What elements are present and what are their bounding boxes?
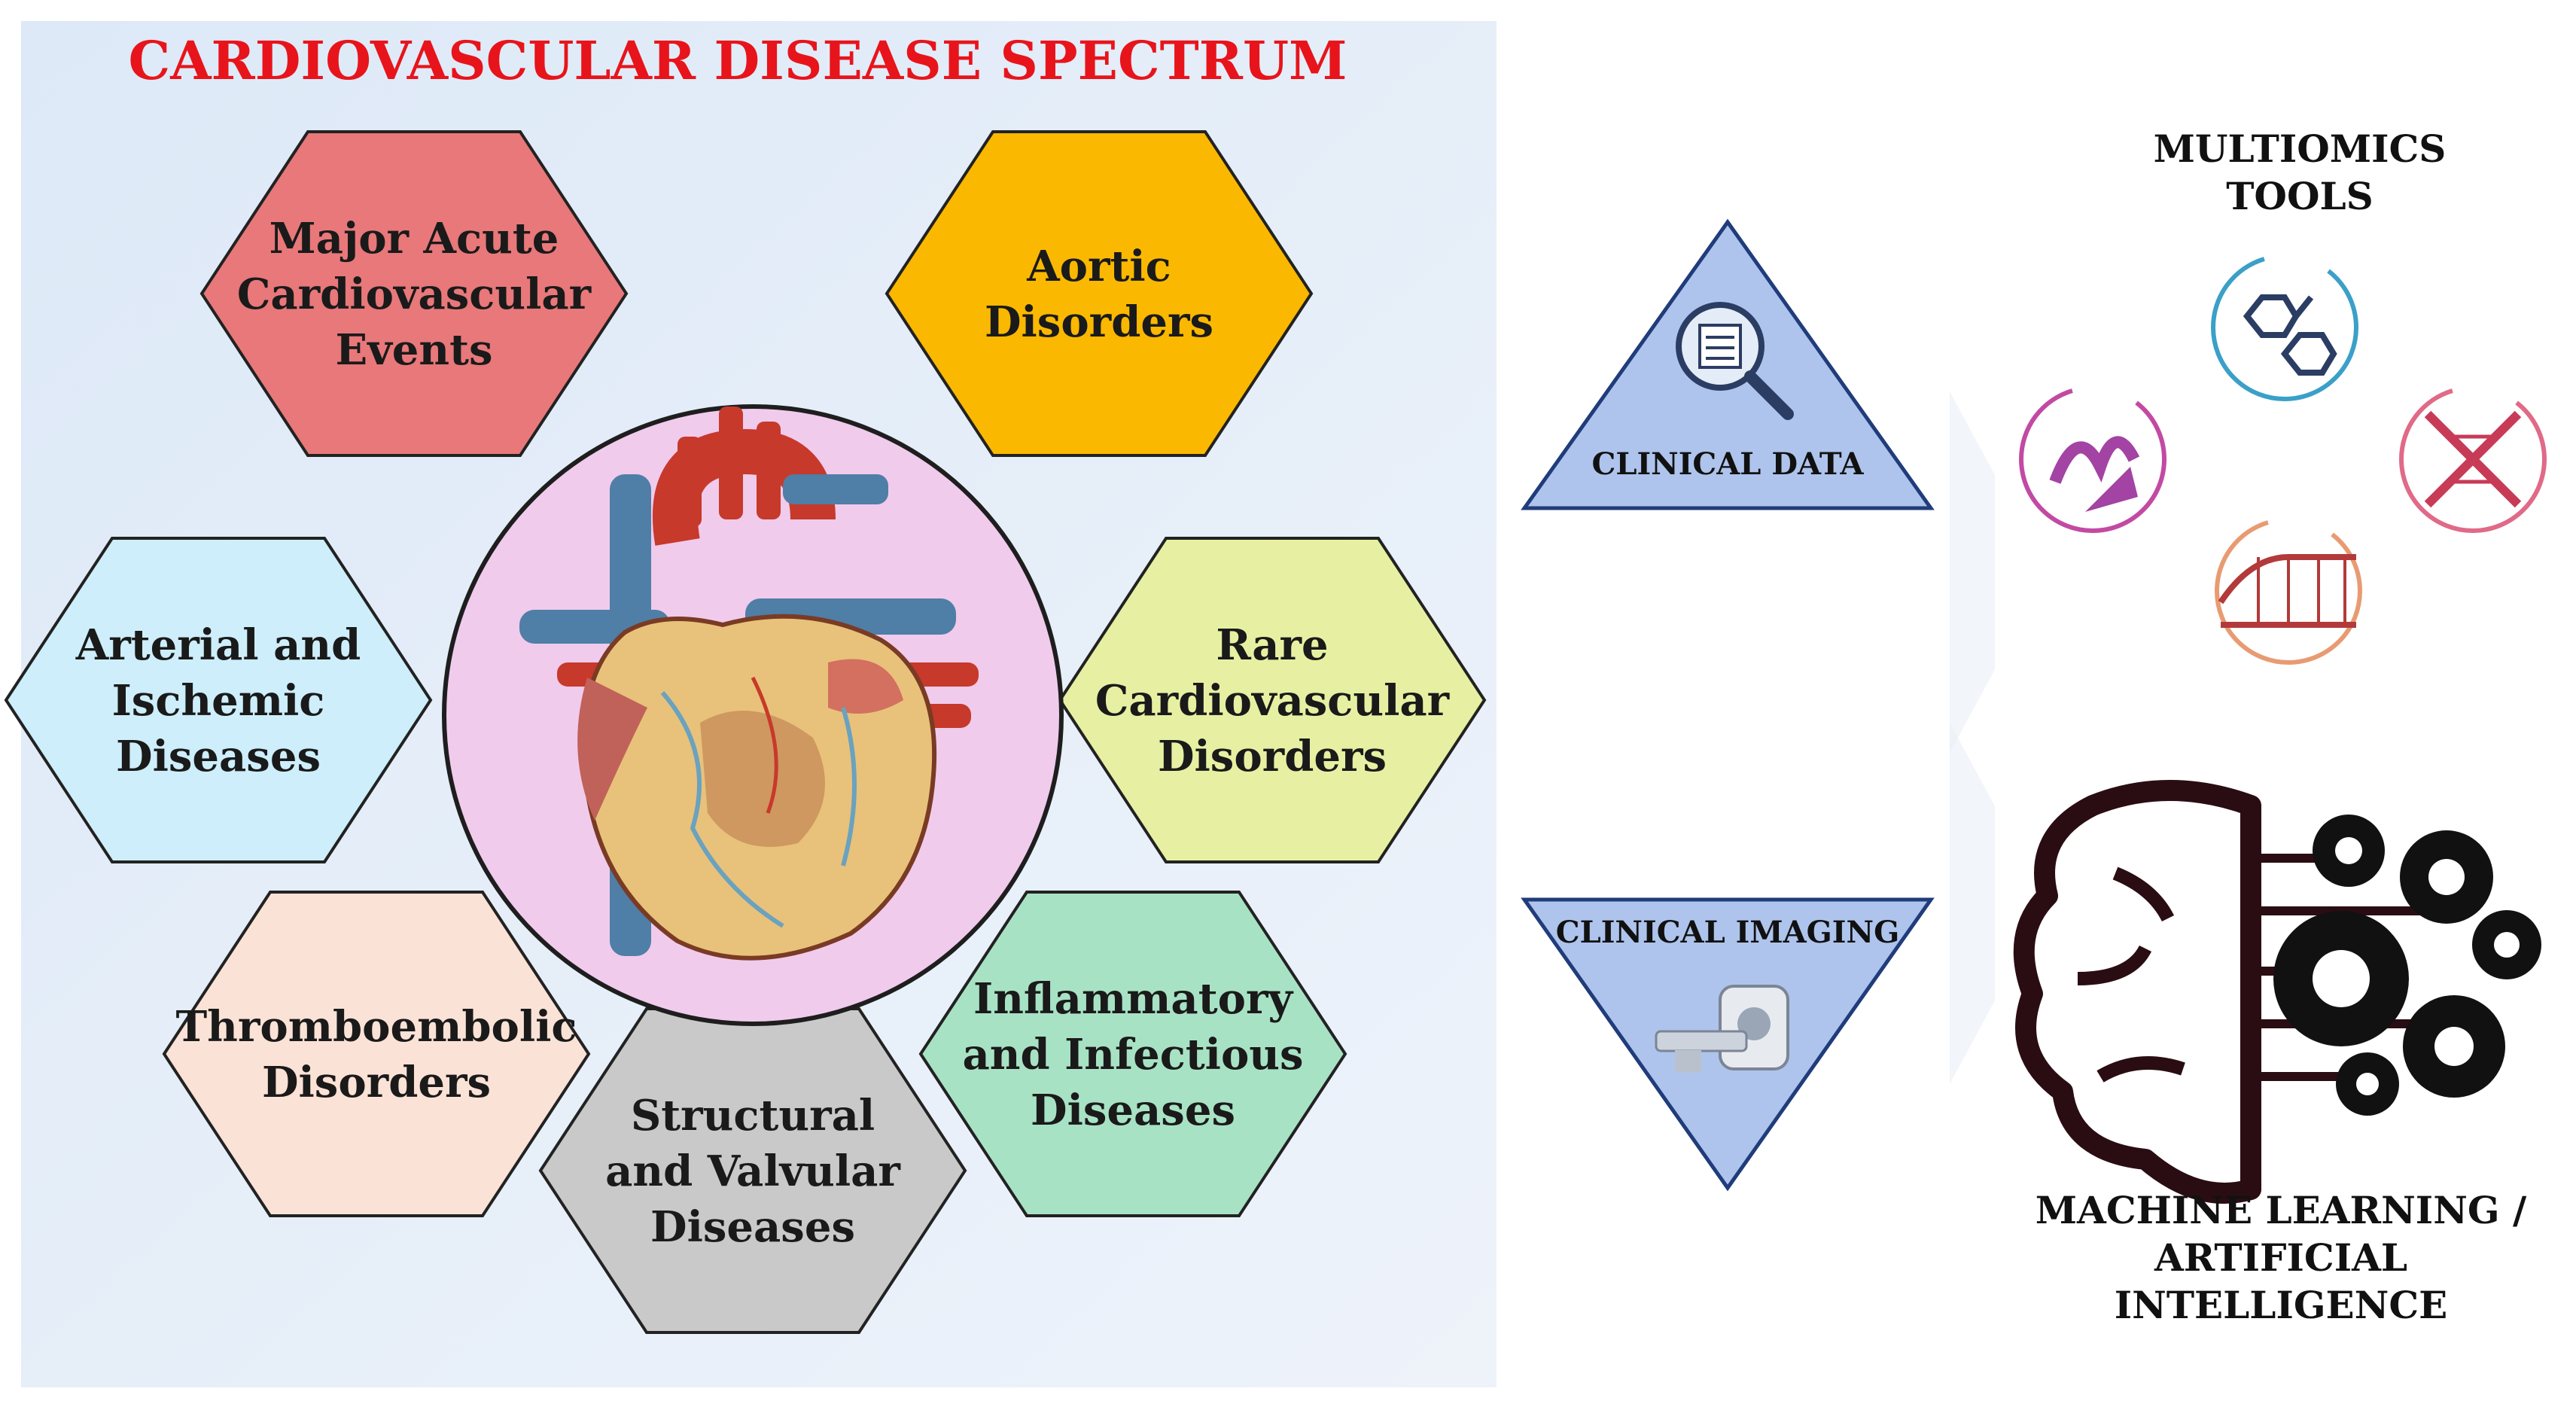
hexagon-label-line: Diseases xyxy=(116,732,321,781)
dna-icon xyxy=(2399,385,2547,533)
artery-branch-icon xyxy=(757,422,781,519)
right-atrium-icon xyxy=(577,678,647,821)
clinical-imaging-label: CLINICAL IMAGING xyxy=(1556,915,1899,950)
clinical-imaging-block: CLINICAL IMAGING xyxy=(1521,897,1935,1192)
hexagon-layer: Major AcuteCardiovascularEventsAorticDis… xyxy=(4,130,1487,1334)
coronary-vessel-icon xyxy=(841,707,857,866)
hexagon-label-line: Disorders xyxy=(1158,732,1387,781)
hexagon-shape xyxy=(1058,537,1487,863)
ml-title-line-1: MACHINE LEARNING / xyxy=(2036,1188,2527,1232)
hexagon-shape xyxy=(162,891,591,1217)
multiomics-area xyxy=(1995,30,2567,693)
brain-gears-icon xyxy=(2013,780,2541,1204)
clinical-data-label: CLINICAL DATA xyxy=(1591,446,1864,482)
pulmonary-artery-icon xyxy=(783,474,888,504)
hexagon-label-line: Cardiovascular xyxy=(237,270,592,319)
hexagon-label-line: Events xyxy=(336,325,493,375)
molecule-icon xyxy=(2211,254,2358,401)
hexagon-label-line: Thromboembolic xyxy=(175,1002,577,1052)
hexagon-label-line: Disorders xyxy=(262,1058,491,1107)
ventricle-shading-icon xyxy=(700,711,825,847)
hexagon-label-line: Major Acute xyxy=(269,214,559,263)
ml-title-line-2: ARTIFICIAL xyxy=(2154,1235,2407,1280)
hexagon-shape xyxy=(918,891,1347,1217)
hexagon-shape xyxy=(199,130,629,457)
diagram-title: CARDIOVASCULAR DISEASE SPECTRUM xyxy=(129,29,1347,92)
hexagon-shape xyxy=(885,130,1314,457)
clinical-data-block: CLINICAL DATA xyxy=(1521,218,1935,510)
hexagon-label-line: and Infectious xyxy=(962,1030,1303,1080)
ct-scanner-icon xyxy=(1655,985,1789,1073)
hexagon-label-line: Arterial and xyxy=(75,620,361,670)
hexagon-label-line: Diseases xyxy=(1031,1086,1235,1135)
multiomics-title-line-1: MULTIOMICS xyxy=(2154,126,2447,171)
hexagon-label-line: Ischemic xyxy=(112,676,325,726)
artery-branch-icon xyxy=(677,437,702,527)
hexagon-label-line: Diseases xyxy=(650,1202,855,1252)
rna-icon xyxy=(2215,517,2362,665)
hexagon-label-line: Inflammatory xyxy=(973,974,1293,1024)
coronary-vessel-icon xyxy=(660,691,784,928)
hexagon-label-line: Disorders xyxy=(985,297,1213,347)
hexagon-label-line: and Valvular xyxy=(605,1147,901,1196)
coronary-artery-icon xyxy=(751,676,778,814)
hexagon-shape xyxy=(538,1007,967,1334)
ml-title-line-3: INTELLIGENCE xyxy=(2115,1283,2448,1327)
artery-branch-icon xyxy=(719,407,743,519)
hexagon-label-line: Structural xyxy=(631,1091,875,1140)
multiomics-title-line-2: TOOLS xyxy=(2226,174,2374,218)
hexagon-label-line: Rare xyxy=(1216,620,1328,670)
magnifier-document-icon xyxy=(1676,302,1794,420)
hexagon-label-line: Cardiovascular xyxy=(1095,676,1451,726)
hexagon-shape xyxy=(4,537,433,863)
heart-illustration xyxy=(442,404,1064,1026)
left-atrium-icon xyxy=(828,659,903,714)
protein-icon xyxy=(2019,385,2166,533)
hexagon-label-line: Aortic xyxy=(1026,242,1171,291)
